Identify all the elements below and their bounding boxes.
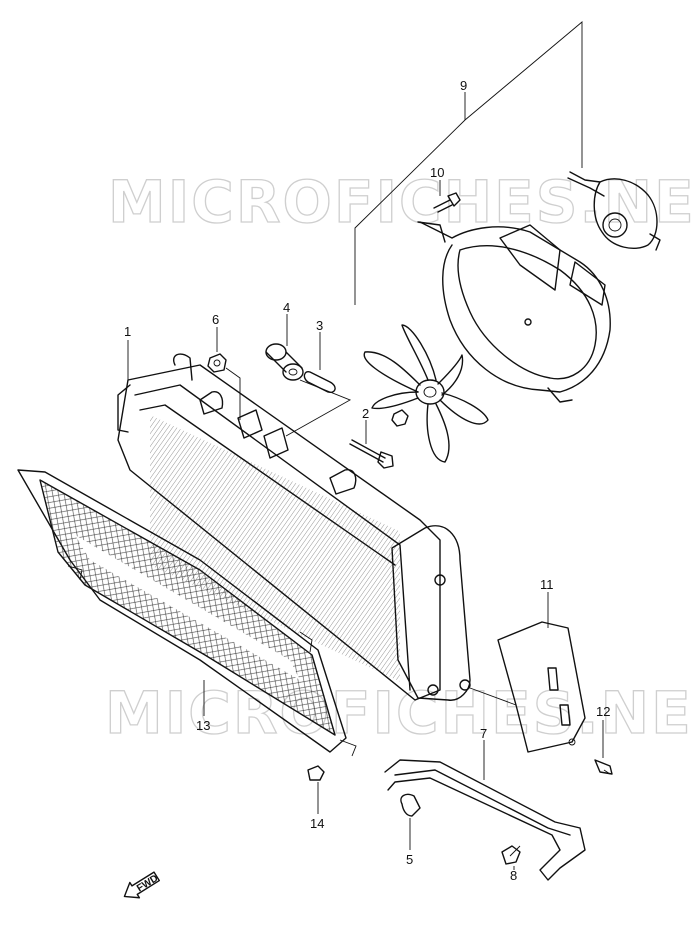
clip (400, 793, 421, 817)
callout-13: 13 (196, 718, 210, 733)
callout-5: 5 (406, 852, 413, 867)
callout-9: 9 (460, 78, 467, 93)
nut (207, 353, 227, 373)
callout-12: 12 (596, 704, 610, 719)
watermark-bottom: MICROFICHES.NET (105, 679, 692, 747)
radiator-bracket (497, 621, 586, 753)
radiator (117, 353, 471, 701)
fan-shroud-assembly (417, 171, 661, 403)
callout-1: 1 (124, 324, 131, 339)
callout-14: 14 (310, 816, 324, 831)
bolt-8 (501, 845, 521, 865)
watermark-top: MICROFICHES.NET (108, 168, 692, 236)
screw-12 (594, 759, 613, 775)
collar (303, 370, 336, 394)
callout-11: 11 (540, 577, 554, 592)
fan-nut (391, 409, 409, 427)
bracket-stay (384, 759, 586, 881)
leader-lines (127, 21, 604, 870)
callout-4: 4 (283, 300, 290, 315)
screw-14 (307, 765, 325, 781)
bolt-10 (433, 192, 461, 213)
callout-2: 2 (362, 406, 369, 421)
callout-10: 10 (430, 165, 444, 180)
cushion (265, 343, 304, 381)
forward-arrow-icon: FWD (123, 871, 160, 899)
callout-7: 7 (480, 726, 487, 741)
callout-6: 6 (212, 312, 219, 327)
fan-blade (363, 324, 489, 463)
callout-8: 8 (510, 868, 517, 883)
bolt-2 (349, 439, 394, 469)
radiator-grille (17, 469, 357, 757)
callout-3: 3 (316, 318, 323, 333)
